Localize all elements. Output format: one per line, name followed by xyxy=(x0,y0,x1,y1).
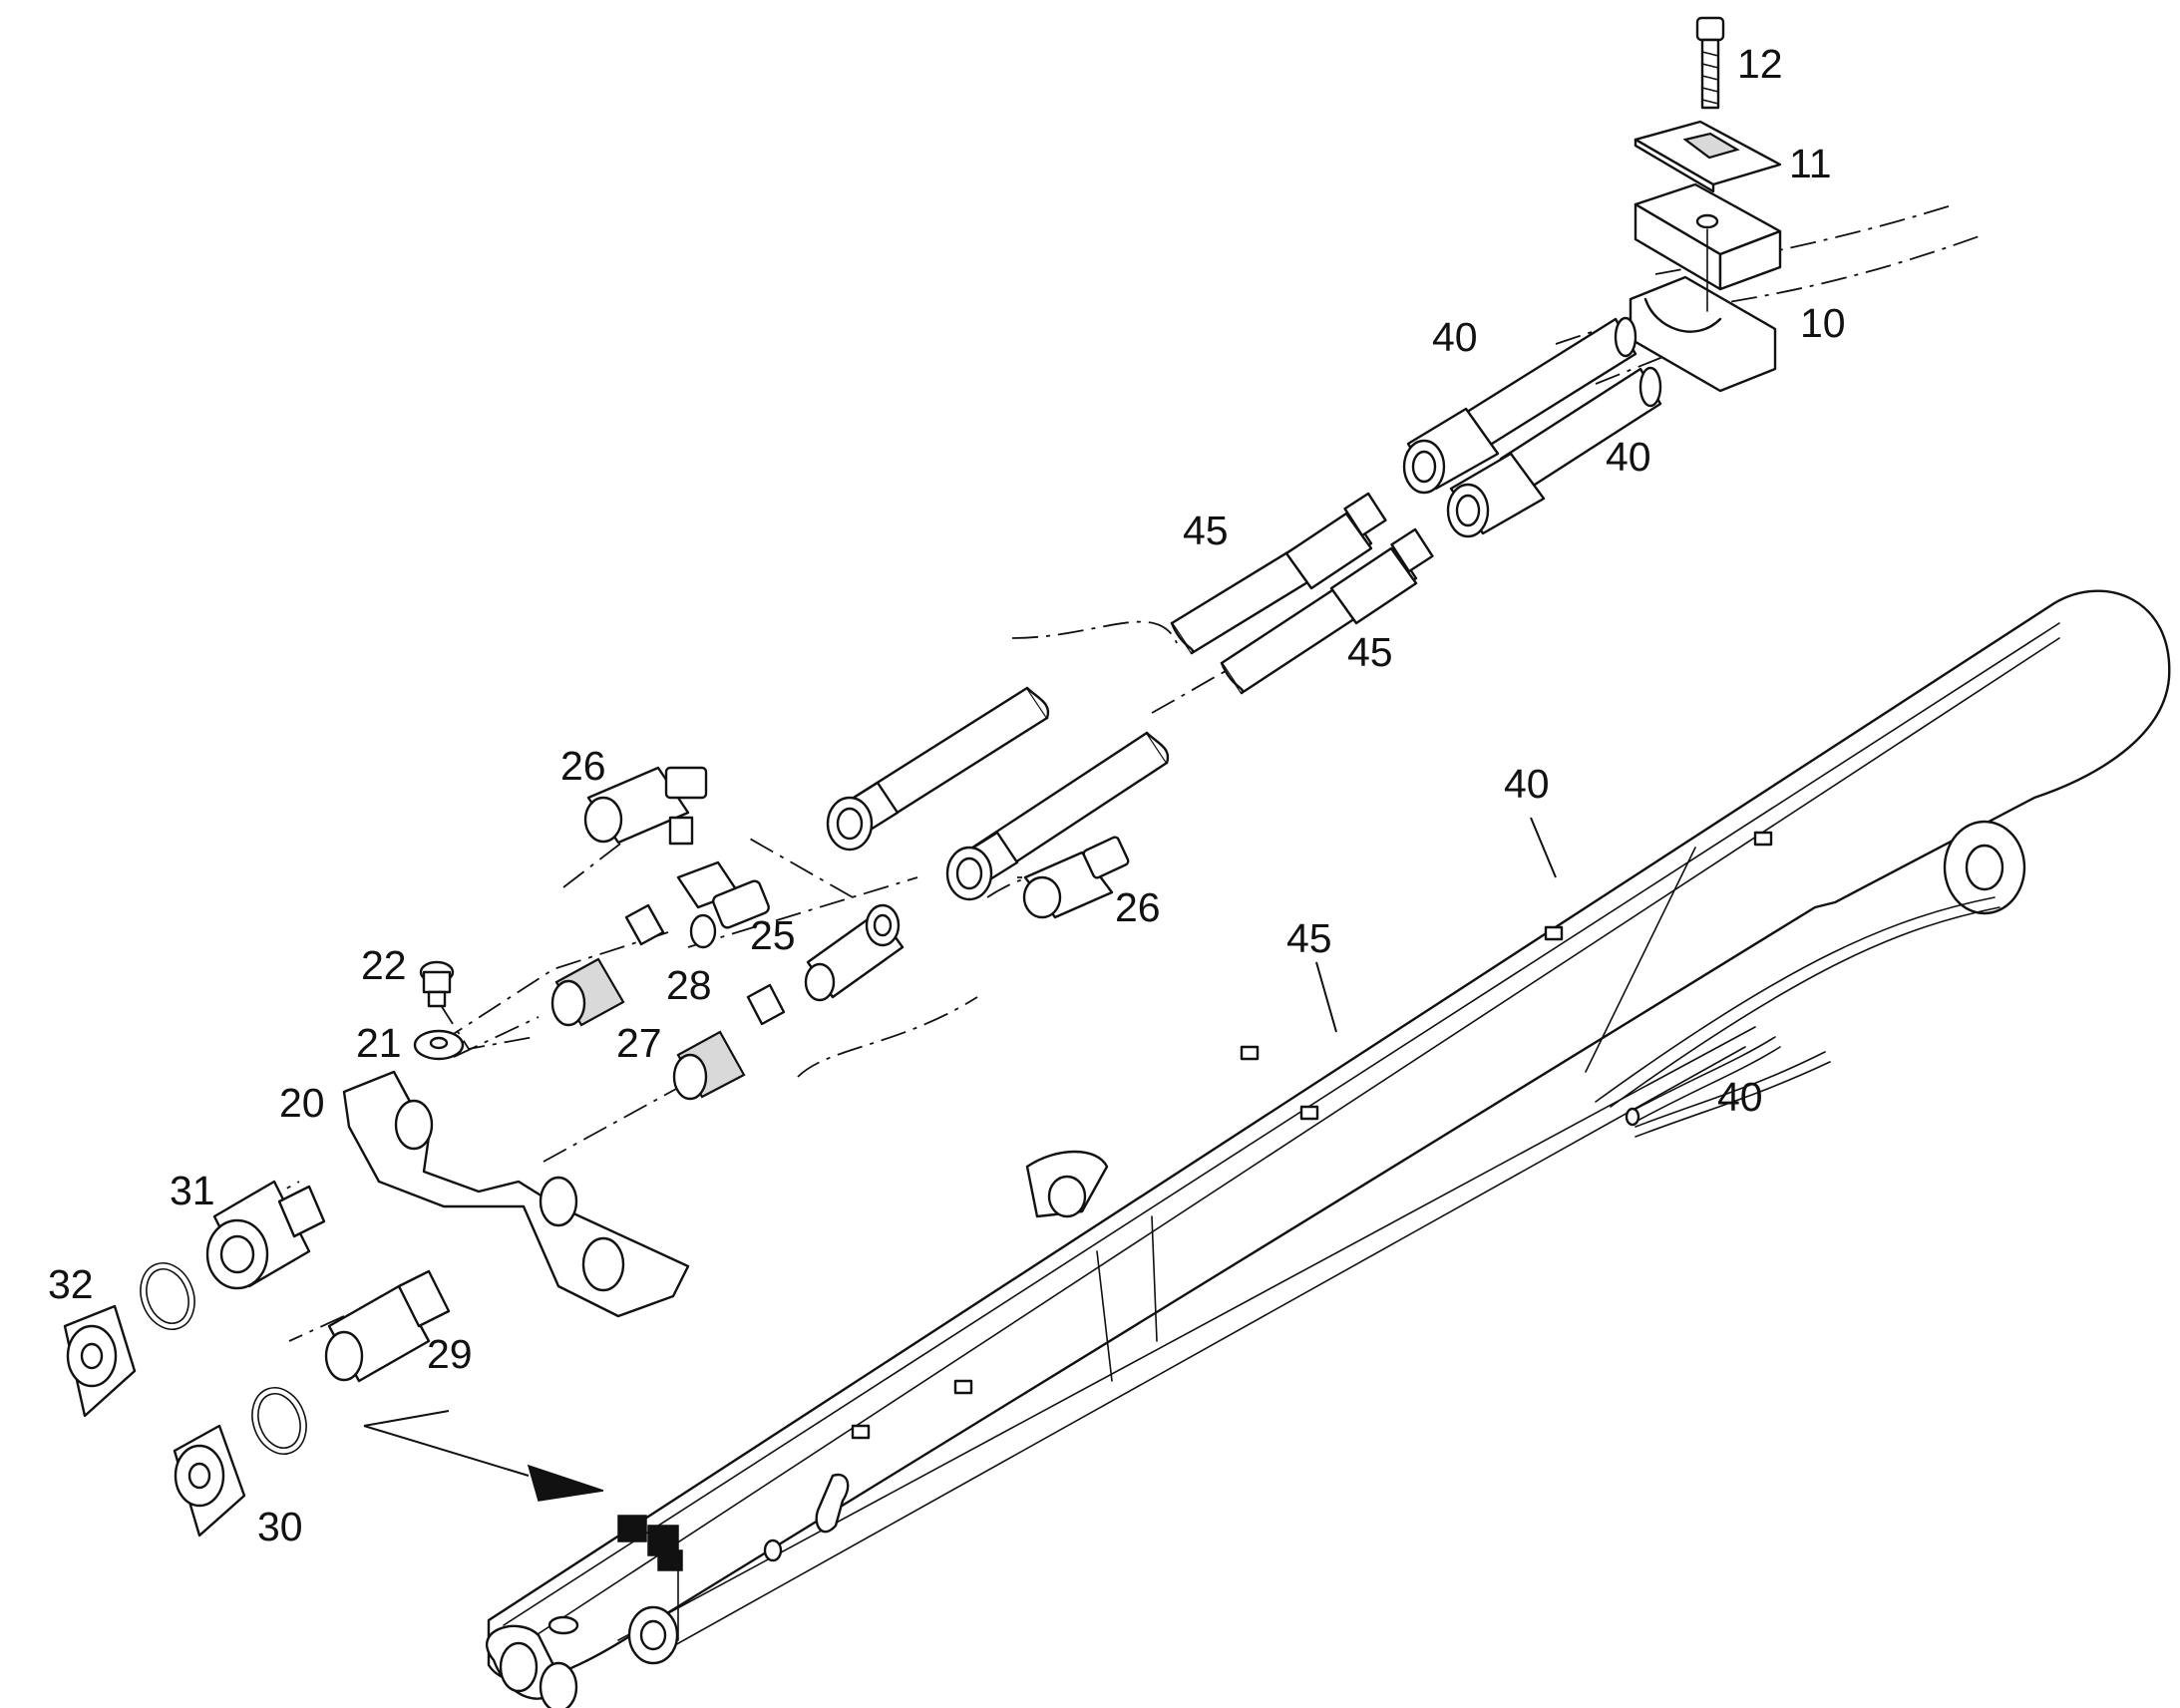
hose-end-lower-right xyxy=(945,731,1170,901)
tee-fitting-part-26-right xyxy=(1022,836,1130,919)
label-part-31: 31 xyxy=(170,1168,215,1213)
label-part-40-b: 40 xyxy=(1606,434,1651,480)
label-part-20: 20 xyxy=(279,1080,325,1126)
dust-cap-part-30 xyxy=(173,1387,307,1537)
hose-clamp-cluster xyxy=(617,1515,683,1571)
label-part-45-c: 45 xyxy=(1286,915,1332,961)
label-part-12: 12 xyxy=(1737,41,1783,87)
label-part-22: 22 xyxy=(361,942,407,988)
label-part-40-c: 40 xyxy=(1504,761,1550,807)
tee-fitting-part-26-left xyxy=(583,766,770,949)
bracket-part-20 xyxy=(342,1070,690,1318)
label-part-45-a: 45 xyxy=(1183,508,1229,553)
label-part-26-a: 26 xyxy=(560,743,606,789)
coupling-part-29 xyxy=(324,1269,451,1383)
excavator-arm xyxy=(485,589,2171,1708)
location-arrow xyxy=(363,1410,604,1502)
hose-part-40-upper xyxy=(1402,316,1662,538)
label-part-32: 32 xyxy=(48,1261,94,1307)
label-part-40-a: 40 xyxy=(1432,314,1478,360)
screw-part-22 xyxy=(419,960,455,1008)
label-part-28: 28 xyxy=(666,962,712,1008)
clamp-block-part-10 xyxy=(1629,182,1782,393)
label-part-11: 11 xyxy=(1789,141,1832,186)
clamp-screw-part-12 xyxy=(1695,16,1725,110)
label-leaders xyxy=(1315,817,1557,1033)
dust-cap-part-32 xyxy=(63,1262,195,1418)
label-part-27: 27 xyxy=(616,1020,662,1066)
hose-part-40-loose-end xyxy=(1625,1036,1781,1127)
label-part-26-b: 26 xyxy=(1115,884,1161,930)
hose-end-lower-left xyxy=(826,686,1050,852)
coupling-part-31 xyxy=(205,1180,326,1290)
part-labels: 12 11 10 40 40 45 45 40 45 40 26 26 25 2… xyxy=(48,41,1846,1549)
adapter-part-28 xyxy=(550,903,665,1027)
clamp-plate-part-11 xyxy=(1634,120,1782,193)
label-part-10: 10 xyxy=(1800,300,1846,346)
adapter-part-27 xyxy=(672,983,786,1101)
swivel-fitting-part-25 xyxy=(804,903,905,1002)
washer-part-21 xyxy=(413,1029,465,1061)
label-part-45-b: 45 xyxy=(1347,629,1393,675)
hose-part-45-upper xyxy=(1170,492,1434,695)
label-part-30: 30 xyxy=(257,1504,303,1549)
label-part-25: 25 xyxy=(750,912,796,958)
label-part-29: 29 xyxy=(427,1331,473,1377)
label-part-21: 21 xyxy=(356,1020,402,1066)
label-part-40-d: 40 xyxy=(1717,1074,1763,1120)
